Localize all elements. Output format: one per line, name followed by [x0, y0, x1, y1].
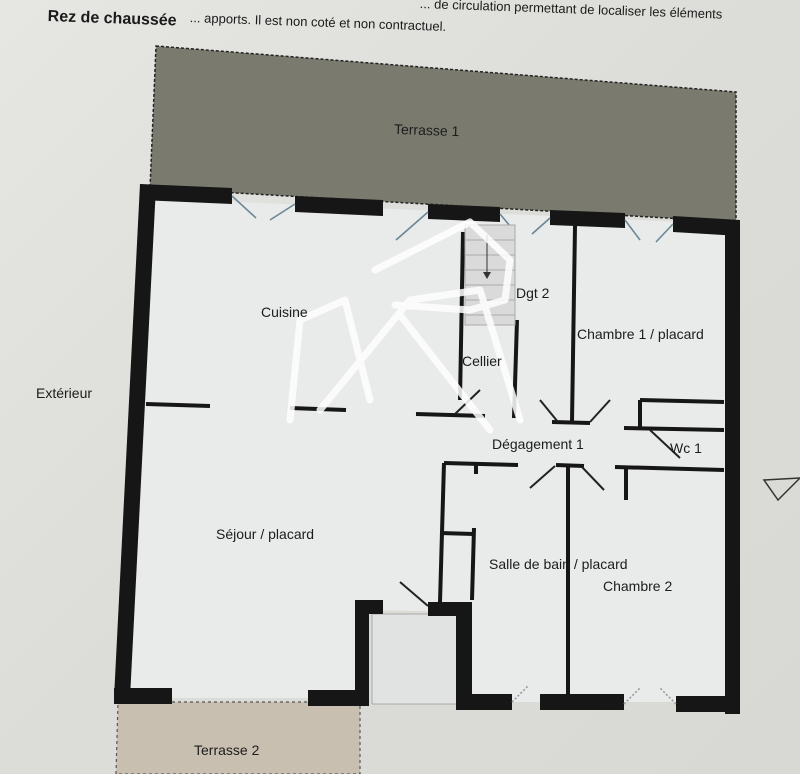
room-label-terrasse-1: Terrasse 1: [393, 120, 460, 140]
room-label-cellier: Cellier: [462, 353, 502, 369]
room-label-sejour: Séjour / placard: [216, 526, 315, 542]
room-label-salle-de-bain: Salle de bain / placard: [489, 556, 628, 572]
watermark-logo-icon: [286, 218, 524, 434]
room-label-exterieur: Extérieur: [36, 385, 93, 401]
interior-walls: [145, 225, 725, 694]
door-swings: [399, 389, 681, 607]
interior-floor: [126, 198, 730, 702]
room-label-chambre-1: Chambre 1 / placard: [577, 326, 704, 342]
terrace-2-area: [115, 701, 361, 774]
room-label-chambre-2: Chambre 2: [603, 578, 673, 594]
exterior-walls: [114, 184, 740, 714]
room-label-dgt-2: Dgt 2: [516, 285, 550, 301]
north-arrow-icon: [762, 477, 800, 502]
room-label-wc-1: Wc 1: [670, 440, 702, 456]
entrance-landing: [371, 613, 463, 705]
room-label-terrasse-2: Terrasse 2: [194, 742, 260, 758]
room-label-cuisine: Cuisine: [261, 304, 308, 320]
room-label-degagement-1: Dégagement 1: [492, 436, 584, 452]
